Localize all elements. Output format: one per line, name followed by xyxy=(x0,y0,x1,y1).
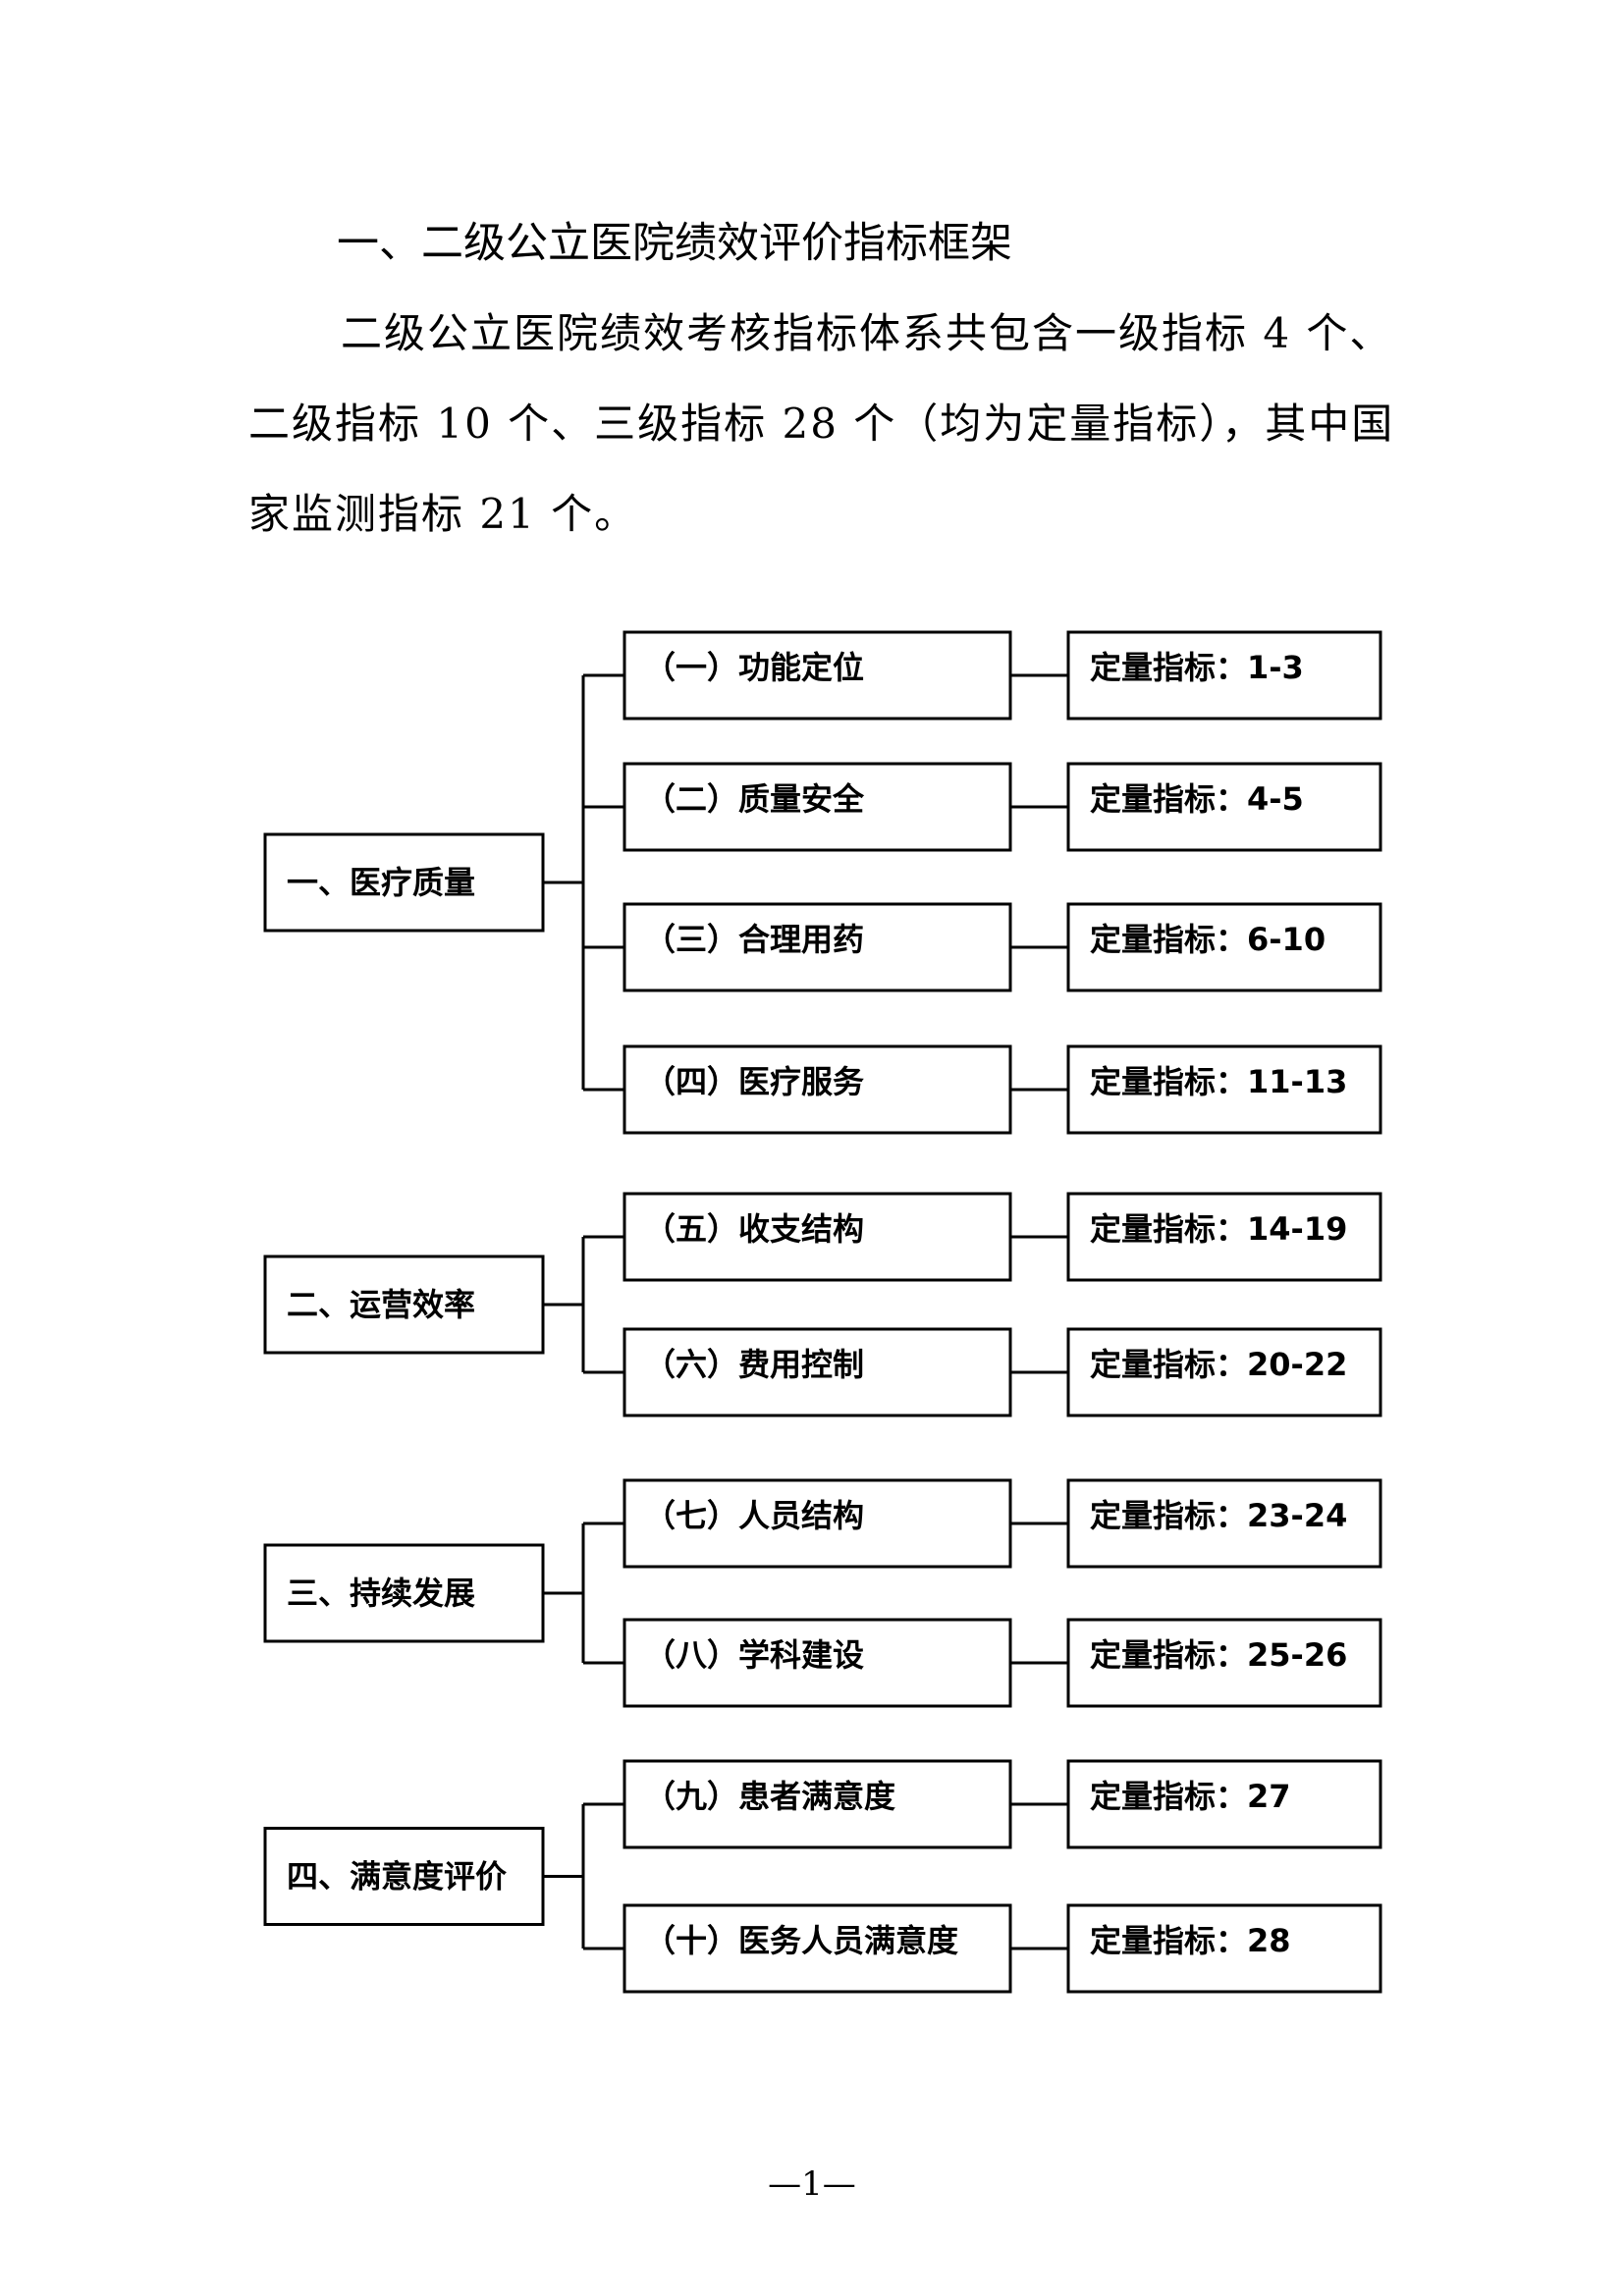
level2-box xyxy=(623,1044,1012,1135)
indicator-label: 定量指标：23-24 xyxy=(1090,1497,1347,1534)
level2-label: （九）患者满意度 xyxy=(644,1778,895,1815)
paragraph-line-3: 家监测指标 21 个。 xyxy=(248,490,638,538)
page-number: —1— xyxy=(768,2164,856,2204)
level2-label: （十）医务人员满意度 xyxy=(644,1922,958,1959)
indicator-label: 定量指标：4-5 xyxy=(1090,780,1304,818)
indicator-box xyxy=(1066,1903,1382,1994)
indicator-label: 定量指标：25-26 xyxy=(1090,1636,1347,1674)
indicator-box xyxy=(1066,1192,1382,1282)
indicator-box xyxy=(1066,1478,1382,1569)
indicator-label: 定量指标：6-10 xyxy=(1090,921,1326,958)
level1-box xyxy=(263,832,545,933)
indicator-label: 定量指标：1-3 xyxy=(1090,649,1304,686)
section-heading: 一、二级公立医院绩效评价指标框架 xyxy=(337,219,1012,268)
level1-label: 三、持续发展 xyxy=(287,1575,475,1612)
level2-box xyxy=(623,1327,1012,1417)
level2-box xyxy=(623,1759,1012,1849)
level2-box xyxy=(623,1618,1012,1708)
level1-label: 二、运营效率 xyxy=(287,1286,475,1323)
level2-label: （四）医疗服务 xyxy=(644,1063,864,1100)
indicator-label: 定量指标：11-13 xyxy=(1090,1063,1347,1100)
level2-label: （六）费用控制 xyxy=(644,1346,864,1383)
indicator-label: 定量指标：27 xyxy=(1090,1778,1291,1815)
level2-label: （五）收支结构 xyxy=(644,1210,864,1248)
indicator-box xyxy=(1066,1759,1382,1849)
indicator-box xyxy=(1066,762,1382,852)
level2-box xyxy=(623,1192,1012,1282)
level2-label: （一）功能定位 xyxy=(644,649,864,686)
level1-box xyxy=(263,1827,545,1926)
level2-box xyxy=(623,902,1012,992)
level1-label: 一、医疗质量 xyxy=(287,864,475,901)
level2-label: （八）学科建设 xyxy=(644,1636,864,1674)
indicator-box xyxy=(1066,1618,1382,1708)
level2-label: （三）合理用药 xyxy=(644,921,864,958)
level2-box xyxy=(623,1478,1012,1569)
indicator-box xyxy=(1066,1044,1382,1135)
paragraph-line-2: 二级指标 10 个、三级指标 28 个（均为定量指标），其中国 xyxy=(248,400,1395,448)
level1-box xyxy=(263,1543,545,1643)
paragraph-line-1: 二级公立医院绩效考核指标体系共包含一级指标 4 个、 xyxy=(341,309,1393,357)
indicator-label: 定量指标：14-19 xyxy=(1090,1210,1347,1248)
indicator-label: 定量指标：20-22 xyxy=(1090,1346,1347,1383)
level1-box xyxy=(263,1255,545,1355)
level2-label: （七）人员结构 xyxy=(644,1497,864,1534)
indicator-box xyxy=(1066,902,1382,992)
level1-label: 四、满意度评价 xyxy=(287,1858,507,1896)
indicator-box xyxy=(1066,1327,1382,1417)
indicator-box xyxy=(1066,630,1382,721)
level2-label: （二）质量安全 xyxy=(644,780,865,818)
indicator-label: 定量指标：28 xyxy=(1090,1922,1291,1959)
